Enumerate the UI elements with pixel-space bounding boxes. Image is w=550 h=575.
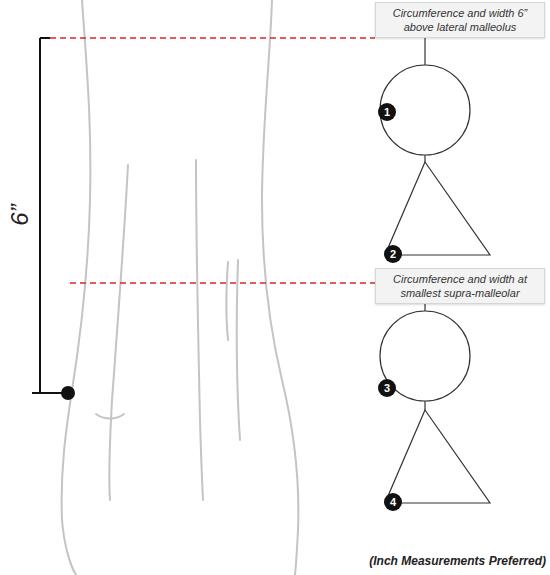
callout-number: 1 — [378, 103, 396, 121]
leader-line — [424, 36, 425, 65]
caption-text: Circumference and width at smallest supr… — [382, 272, 538, 300]
caption-text: Circumference and width 6” above lateral… — [382, 6, 538, 34]
dimension-tick — [32, 392, 66, 394]
tendon-line — [237, 260, 240, 440]
leader-line — [424, 155, 425, 162]
caption-box: Circumference and width 6” above lateral… — [375, 2, 545, 38]
caption-box: Circumference and width at smallest supr… — [375, 268, 545, 304]
measurement-level-line — [50, 37, 375, 39]
measurement-level-line — [70, 282, 375, 284]
callout-number: 2 — [384, 245, 402, 263]
malleolus-dot — [61, 386, 75, 400]
leg-outline-left — [62, 0, 91, 575]
malleolus-curve — [96, 414, 124, 419]
tendon-line — [227, 262, 229, 340]
dimension-label: 6” — [6, 204, 34, 225]
dimension-tick — [40, 37, 50, 39]
dimension-line — [39, 38, 41, 393]
tendon-line — [109, 165, 128, 500]
callout-number: 3 — [378, 379, 396, 397]
note-text: (Inch Measurements Preferred) — [369, 554, 546, 568]
width-triangle — [385, 410, 490, 503]
tendon-line — [196, 160, 203, 500]
width-triangle — [385, 162, 490, 255]
leader-line — [424, 401, 425, 410]
callout-number: 4 — [384, 493, 402, 511]
leg-outline-right — [262, 0, 298, 575]
